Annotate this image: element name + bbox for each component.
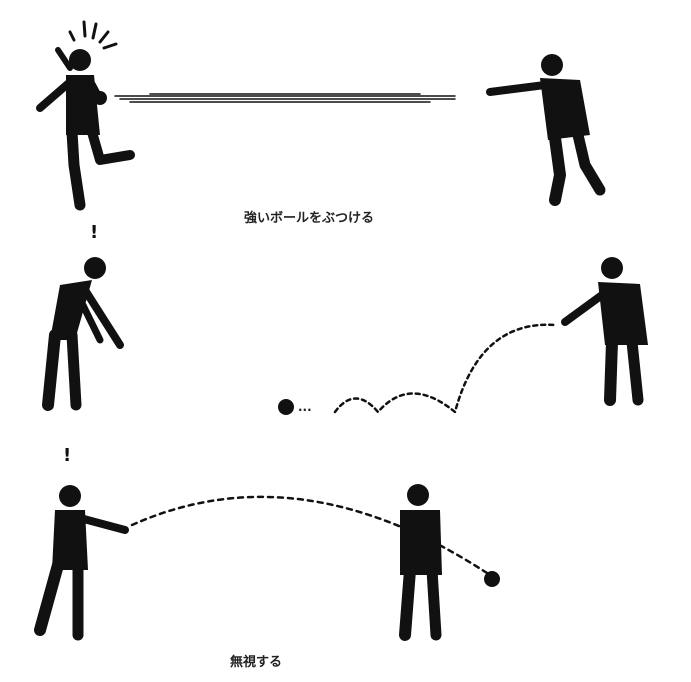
caption-ignore: 無視する [230,655,283,670]
bounce-path [333,323,557,414]
hit-person-figure [36,47,135,211]
speed-lines [114,93,456,103]
ball-dots: ... [298,400,312,414]
ball [278,399,294,415]
thrower-figure [486,54,606,206]
ignoring-person-figure [399,484,442,641]
bending-person-figure [42,257,124,411]
impact-lines-icon [68,20,118,50]
roller-figure [561,257,648,406]
caption-throw-hard: 強いボールをぶつける [244,211,375,226]
exclamation-mark: ! [63,445,72,466]
exclamation-mark: ! [90,222,99,243]
lob-ball [484,571,500,587]
lob-thrower-figure [34,485,129,641]
